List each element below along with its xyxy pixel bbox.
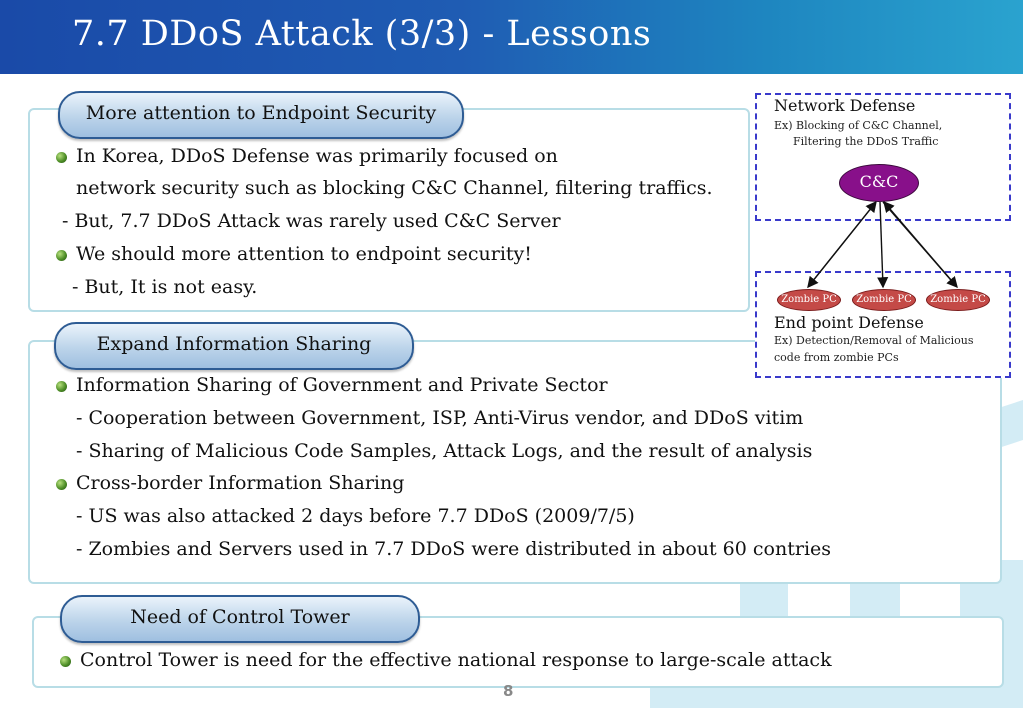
endpoint-security-section <box>28 108 750 312</box>
slide-title: 7.7 DDoS Attack (3/3) - Lessons <box>72 14 652 54</box>
arrow-from-zombie-1 <box>807 200 877 288</box>
network-defense-title: Network Defense <box>774 96 916 115</box>
body-text-line: network security such as blocking C&C Ch… <box>76 177 713 199</box>
arrow-from-zombie-3 <box>883 200 958 288</box>
title-bar: 7.7 DDoS Attack (3/3) - Lessons <box>0 0 1023 74</box>
arrow-to-zombie-2 <box>877 201 889 289</box>
bullet-icon <box>56 381 67 392</box>
bullet-icon <box>56 152 67 163</box>
zombie-pc-node: Zombie PC <box>926 289 990 311</box>
cnc-server-node: C&C <box>839 164 919 202</box>
endpoint-defense-title: End point Defense <box>774 313 924 332</box>
body-text-line: Information Sharing of Government and Pr… <box>76 374 608 396</box>
network-defense-description: Ex) Blocking of C&C Channel, <box>774 119 943 132</box>
zombie-pc-node: Zombie PC <box>777 289 841 311</box>
body-text-line: - But, 7.7 DDoS Attack was rarely used C… <box>62 210 561 232</box>
page-number: 8 <box>503 682 514 700</box>
body-text-line: - US was also attacked 2 days before 7.7… <box>76 505 635 527</box>
endpoint-defense-description: Ex) Detection/Removal of Malicious <box>774 334 974 347</box>
body-text-line: - Cooperation between Government, ISP, A… <box>76 407 804 429</box>
body-text-line: - Sharing of Malicious Code Samples, Att… <box>76 440 813 462</box>
endpoint-defense-description: code from zombie PCs <box>774 351 899 364</box>
control-tower-heading: Need of Control Tower <box>60 595 420 643</box>
bullet-icon <box>56 479 67 490</box>
body-text-line: - Zombies and Servers used in 7.7 DDoS w… <box>76 538 832 560</box>
background-decoration <box>650 686 1023 708</box>
bullet-icon <box>56 250 67 261</box>
information-sharing-section <box>28 340 1002 584</box>
body-text-line: - But, It is not easy. <box>72 276 258 298</box>
zombie-pc-node: Zombie PC <box>852 289 916 311</box>
body-text-line: Cross-border Information Sharing <box>76 472 405 494</box>
endpoint-security-heading: More attention to Endpoint Security <box>58 91 464 139</box>
bullet-icon <box>60 656 71 667</box>
information-sharing-heading: Expand Information Sharing <box>54 322 414 370</box>
body-text-line: Control Tower is need for the effective … <box>80 649 832 671</box>
body-text-line: In Korea, DDoS Defense was primarily foc… <box>76 145 558 167</box>
network-defense-description: Filtering the DDoS Traffic <box>793 135 939 148</box>
body-text-line: We should more attention to endpoint sec… <box>76 243 532 265</box>
